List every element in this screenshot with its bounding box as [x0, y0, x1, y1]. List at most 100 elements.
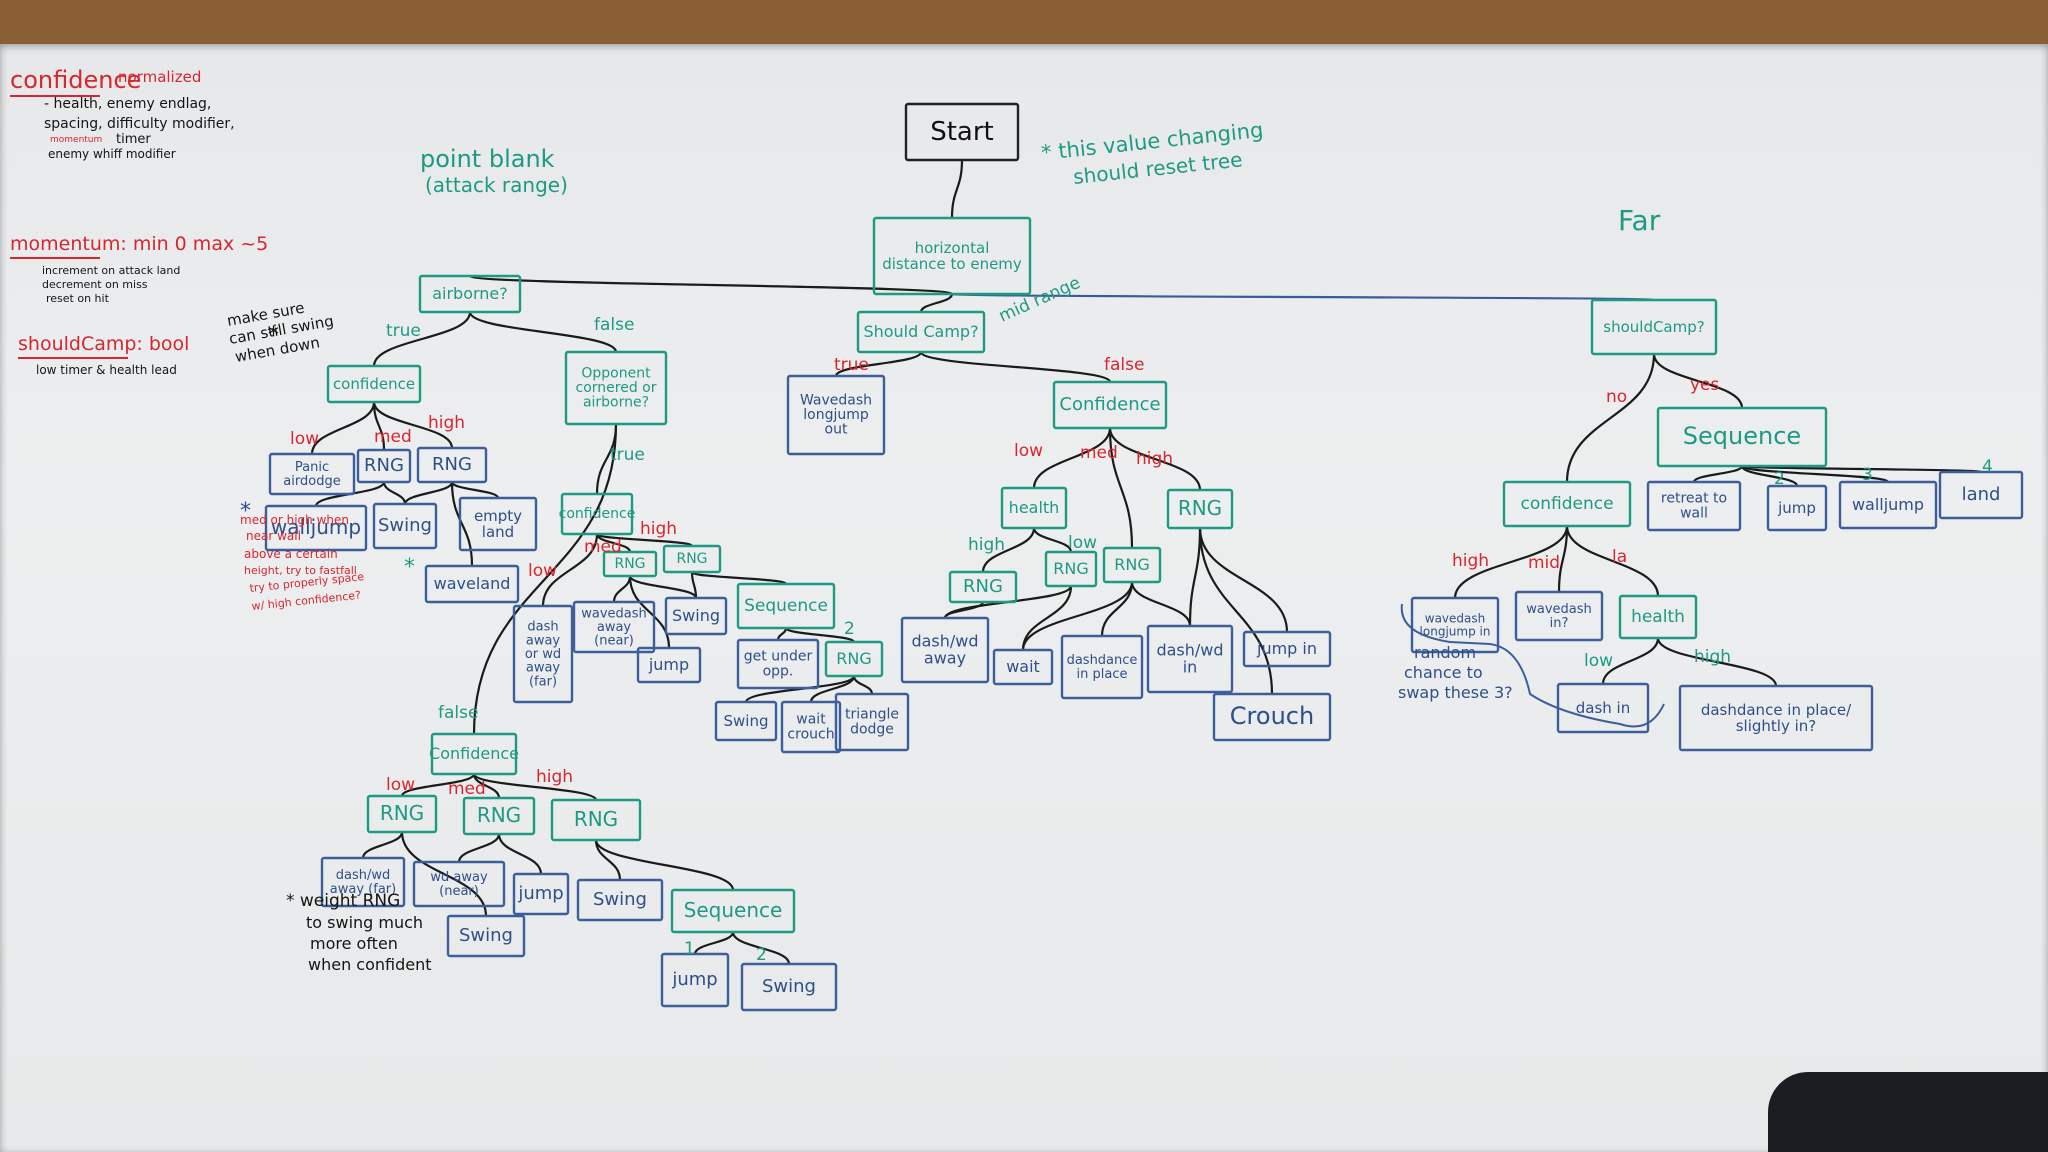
- node-label: waveland: [434, 574, 511, 593]
- node-rng2: RNG: [418, 448, 486, 482]
- node-seq1: Sequence: [738, 584, 834, 628]
- node-rng9: RNG: [1168, 490, 1232, 528]
- edge-label: 1: [684, 939, 695, 959]
- edge-seq2-jump3: [695, 932, 733, 954]
- edge-label: 2: [756, 945, 767, 965]
- node-label: Swing: [378, 515, 432, 536]
- node-label: RNG: [1053, 559, 1088, 578]
- note-weight-2: to swing much: [306, 913, 423, 932]
- node-conf1: confidence: [328, 366, 420, 402]
- edge-camp1-conf4: [921, 352, 1110, 382]
- note-random-3: swap these 3?: [1398, 683, 1513, 702]
- node-seq2: Sequence: [672, 890, 794, 932]
- node-dashaway1: dashawayor wdaway(far): [514, 606, 572, 702]
- legend-conf-line4: enemy whiff modifier: [48, 147, 176, 161]
- node-label: RNG: [364, 455, 404, 476]
- note-attack-range: (attack range): [425, 173, 568, 197]
- edge-label: 4: [1982, 457, 1993, 477]
- edge-label: low: [1068, 533, 1097, 553]
- node-airborne: airborne?: [420, 276, 520, 312]
- legend-conf-line1: - health, enemy endlag,: [44, 96, 211, 112]
- edge-rng6-dashaway2: [363, 832, 402, 858]
- node-label: RNG: [432, 454, 472, 475]
- node-label: dashawayor wdaway(far): [525, 619, 561, 689]
- node-label: Sequence: [684, 898, 783, 922]
- note-weight-1: * weight RNG: [286, 891, 400, 911]
- node-label: jump: [648, 655, 689, 674]
- node-conf3: Confidence: [429, 734, 519, 774]
- node-label: Sequence: [1683, 422, 1801, 450]
- node-label: Sequence: [744, 596, 828, 616]
- edge-health1-rng10: [1034, 528, 1071, 552]
- node-rng1: RNG: [358, 450, 410, 482]
- node-label: health: [1009, 498, 1060, 517]
- legend-normalized: normalized: [118, 68, 201, 86]
- edge-label: 3: [1862, 465, 1873, 485]
- node-label: emptyland: [474, 507, 522, 541]
- node-label: triangledodge: [845, 707, 899, 738]
- node-label: waitcrouch: [787, 712, 834, 743]
- node-label: wavedashin?: [1526, 602, 1592, 631]
- edge-label: true: [610, 445, 645, 465]
- edge-label: 2: [1774, 469, 1785, 489]
- edge-rng11-wait1: [1023, 582, 1132, 650]
- node-swing6: Swing: [742, 964, 836, 1010]
- node-label: Should Camp?: [863, 322, 978, 341]
- node-label: walljump: [1852, 495, 1924, 514]
- edge-label: low: [386, 775, 415, 795]
- node-emptyland: emptyland: [460, 498, 536, 550]
- node-jump3: jump: [662, 954, 728, 1006]
- node-label: Wavedashlongjumpout: [800, 392, 872, 437]
- edge-rng5-tridodge: [854, 676, 872, 694]
- edge-camp2-conf5: [1567, 354, 1654, 482]
- edge-rng1-swing1: [384, 482, 405, 504]
- edge-hdist-airborne: [470, 276, 952, 294]
- node-label: RNG: [380, 801, 424, 825]
- legend-camp-line1: low timer & health lead: [36, 363, 177, 377]
- node-label: dashdance in place/slightly in?: [1701, 701, 1852, 735]
- node-jump2: jump: [514, 874, 568, 914]
- note-medhigh-1: med or high when: [240, 513, 349, 527]
- edge-label: true: [386, 321, 421, 341]
- node-wdaway2: wd away(near): [414, 862, 504, 906]
- edge-seq3-retreat: [1694, 466, 1742, 482]
- whiteboard: Starthorizontaldistance to enemyairborne…: [0, 44, 2048, 1152]
- note-point-blank: point blank: [420, 145, 555, 173]
- node-label: Panicairdodge: [283, 460, 340, 489]
- edge-label: low: [290, 429, 319, 449]
- node-label: Swing: [593, 889, 647, 910]
- node-label: confidence: [559, 506, 636, 522]
- node-jump4: jump: [1768, 486, 1826, 530]
- edge-label: no: [1606, 387, 1627, 407]
- node-label: jump: [671, 969, 717, 990]
- legend-conf-line2: spacing, difficulty modifier,: [44, 116, 235, 132]
- edge-rng3-swing2: [630, 576, 696, 598]
- edge-label: yes: [1690, 375, 1720, 395]
- edge-label: high: [968, 535, 1005, 555]
- node-conf4: Confidence: [1054, 382, 1166, 428]
- edge-rng2-swing1: [405, 482, 452, 504]
- edge-label: true: [834, 355, 869, 375]
- edge-label: la: [1612, 547, 1627, 567]
- node-label: shouldCamp?: [1603, 318, 1704, 336]
- edge-label: high: [1452, 551, 1489, 571]
- edge-label: med: [448, 779, 486, 799]
- note-random-1: random: [1414, 643, 1476, 662]
- node-health1: health: [1002, 488, 1066, 528]
- node-rng8: RNG: [552, 800, 640, 840]
- edge-label: mid: [1528, 553, 1560, 573]
- node-label: wavedashlongjump in: [1420, 611, 1491, 638]
- node-label: Swing: [672, 606, 720, 625]
- node-label: Swing: [724, 712, 769, 730]
- edge-label: false: [1104, 355, 1144, 375]
- node-wdaway1: wavedashaway(near): [574, 602, 654, 652]
- node-swing3: Swing: [716, 702, 776, 740]
- node-rng12: RNG: [950, 572, 1016, 602]
- node-camp1: Should Camp?: [858, 312, 984, 352]
- node-camp2: shouldCamp?: [1592, 300, 1716, 354]
